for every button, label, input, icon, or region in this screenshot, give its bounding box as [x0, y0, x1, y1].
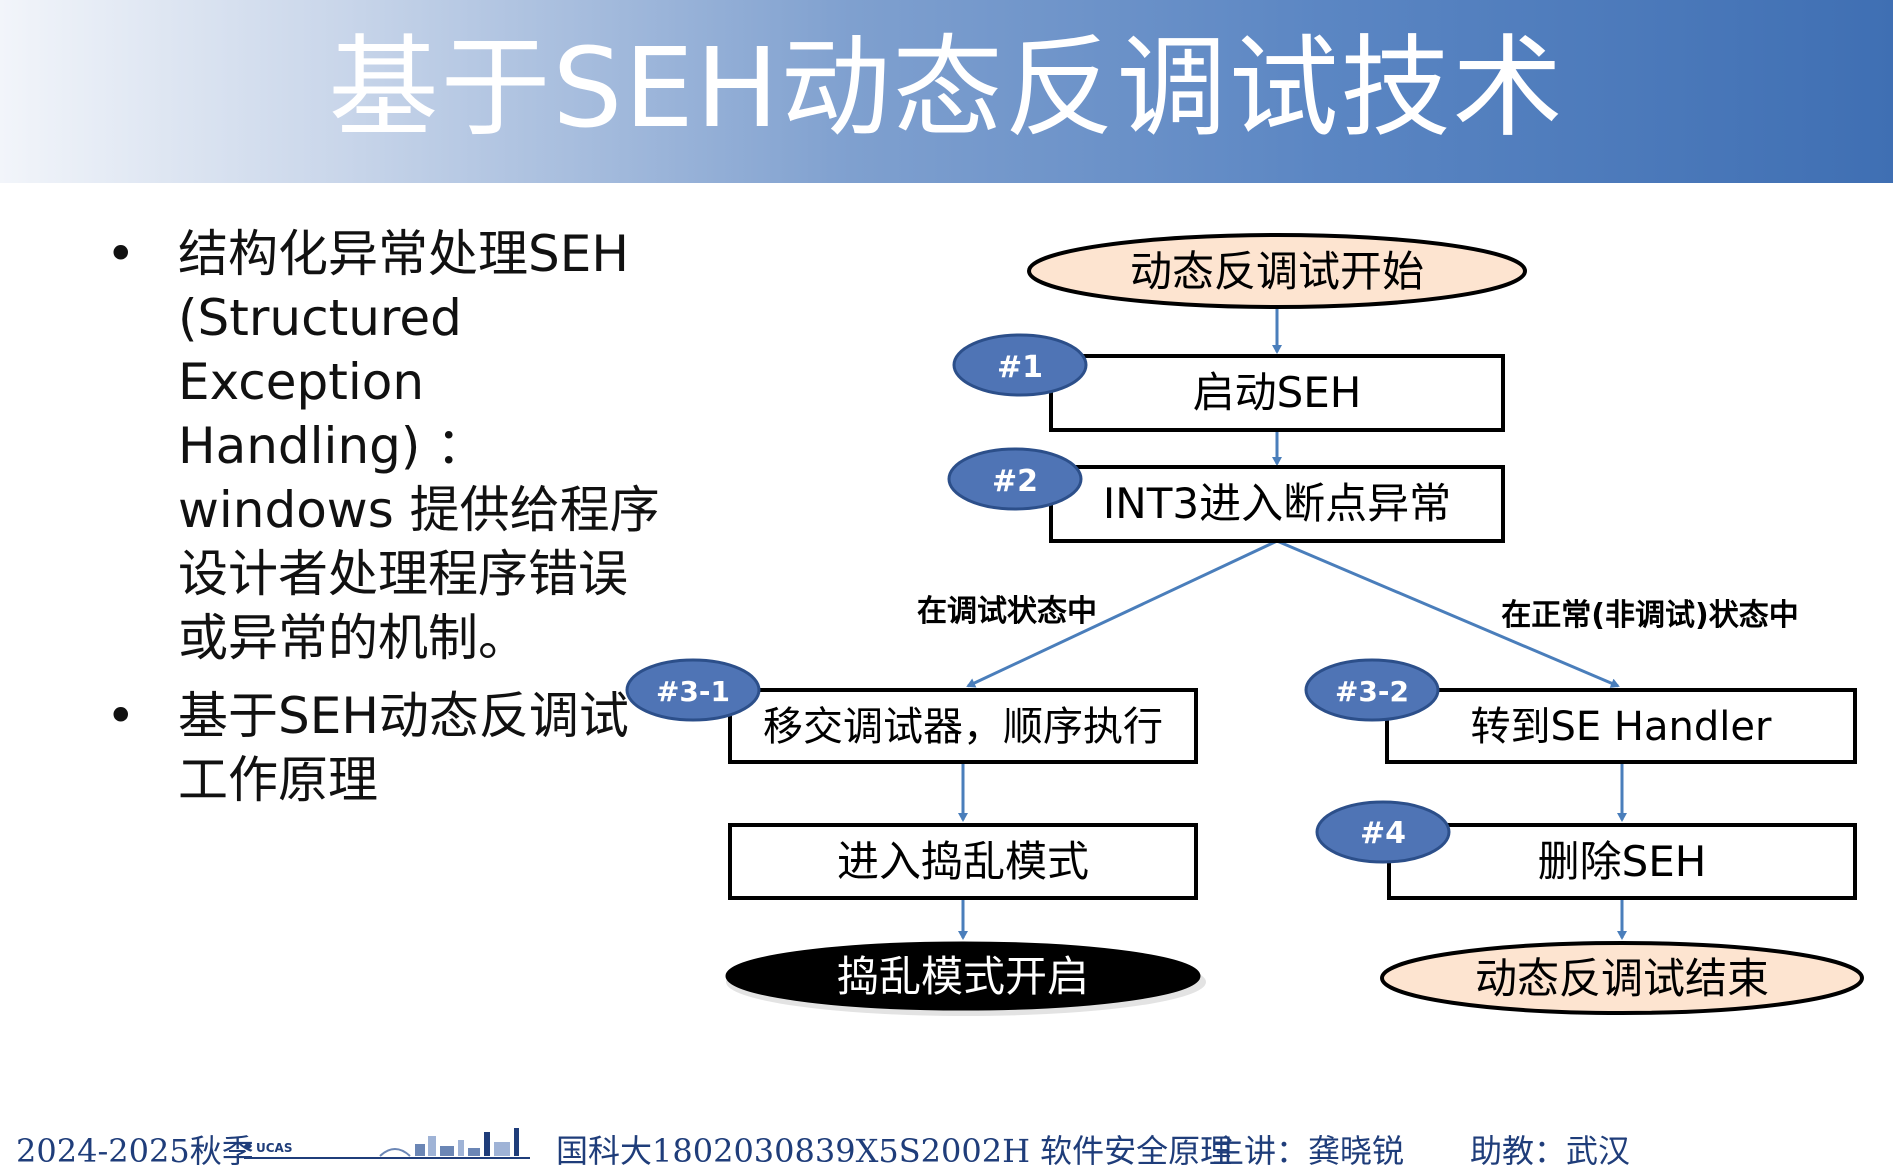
- step1-tag: [952, 333, 1088, 397]
- end-left-label: 捣乱模式开启: [837, 952, 1089, 1001]
- step4-tag-label: #4: [1360, 816, 1406, 851]
- footer-course: 国科大1802030839X5S2002H 软件安全原理: [556, 1132, 1233, 1170]
- step4-tag: [1315, 800, 1451, 864]
- step1-box: [1049, 354, 1505, 432]
- step31-tag-label: #3-1: [656, 675, 730, 708]
- connectors: [958, 307, 1627, 940]
- branch-right-label: 在正常(非调试)状态中: [1501, 598, 1798, 633]
- start-label: 动态反调试开始: [1130, 247, 1424, 296]
- end-left-terminal: [725, 941, 1201, 1011]
- step4-box: [1387, 823, 1857, 900]
- step31-label: 移交调试器，顺序执行: [763, 704, 1163, 750]
- step32-tag-label: #3-2: [1335, 675, 1409, 708]
- step2-box: [1049, 465, 1505, 543]
- bullet-item: • 结构化异常处理SEH (Structured Exception Handl…: [100, 222, 670, 670]
- page-title: 基于SEH动态反调试技术: [328, 24, 1565, 152]
- bullet-item: • 基于SEH动态反调试工作原理: [100, 684, 670, 812]
- step32-box: [1385, 688, 1857, 764]
- footer-assistant: 助教：武汉: [1470, 1132, 1631, 1170]
- left2-box: [728, 823, 1198, 900]
- end-right-terminal: [1380, 941, 1864, 1015]
- step4-label: 删除SEH: [1538, 837, 1707, 886]
- logo-text: UCAS: [256, 1141, 292, 1155]
- step2-label: INT3进入断点异常: [1103, 479, 1451, 528]
- step1-tag-label: #1: [997, 350, 1043, 385]
- bullet-marker: •: [106, 225, 136, 283]
- arrow-step2-to-left: [966, 539, 1278, 688]
- step31-box: [728, 688, 1198, 764]
- bullet-marker: •: [106, 687, 136, 745]
- footer-term: 2024-2025秋季: [16, 1132, 254, 1170]
- footer-lecturer: 主讲：龚晓锐: [1212, 1132, 1405, 1170]
- step32-label: 转到SE Handler: [1471, 704, 1772, 750]
- left2-label: 进入捣乱模式: [837, 837, 1089, 886]
- branch-left-label: 在调试状态中: [917, 594, 1097, 629]
- step2-tag-label: #2: [992, 464, 1038, 499]
- step32-tag: [1304, 658, 1440, 722]
- step2-tag: [947, 447, 1083, 511]
- bullet-text: 结构化异常处理SEH (Structured Exception Handlin…: [178, 225, 660, 667]
- step1-label: 启动SEH: [1193, 368, 1362, 417]
- ucas-logo-icon: UCAS: [244, 1128, 530, 1159]
- bullet-text: 基于SEH动态反调试工作原理: [178, 687, 629, 809]
- step31-tag: [625, 658, 761, 722]
- start-terminal: [1027, 233, 1527, 309]
- end-right-label: 动态反调试结束: [1475, 954, 1769, 1003]
- bullet-list: • 结构化异常处理SEH (Structured Exception Handl…: [100, 222, 670, 826]
- footer: 2024-2025秋季 UCAS 国科大1802030839X5S2002H 软…: [0, 1118, 1893, 1170]
- arrow-step2-to-right: [1276, 539, 1620, 688]
- title-banner: 基于SEH动态反调试技术: [0, 0, 1893, 183]
